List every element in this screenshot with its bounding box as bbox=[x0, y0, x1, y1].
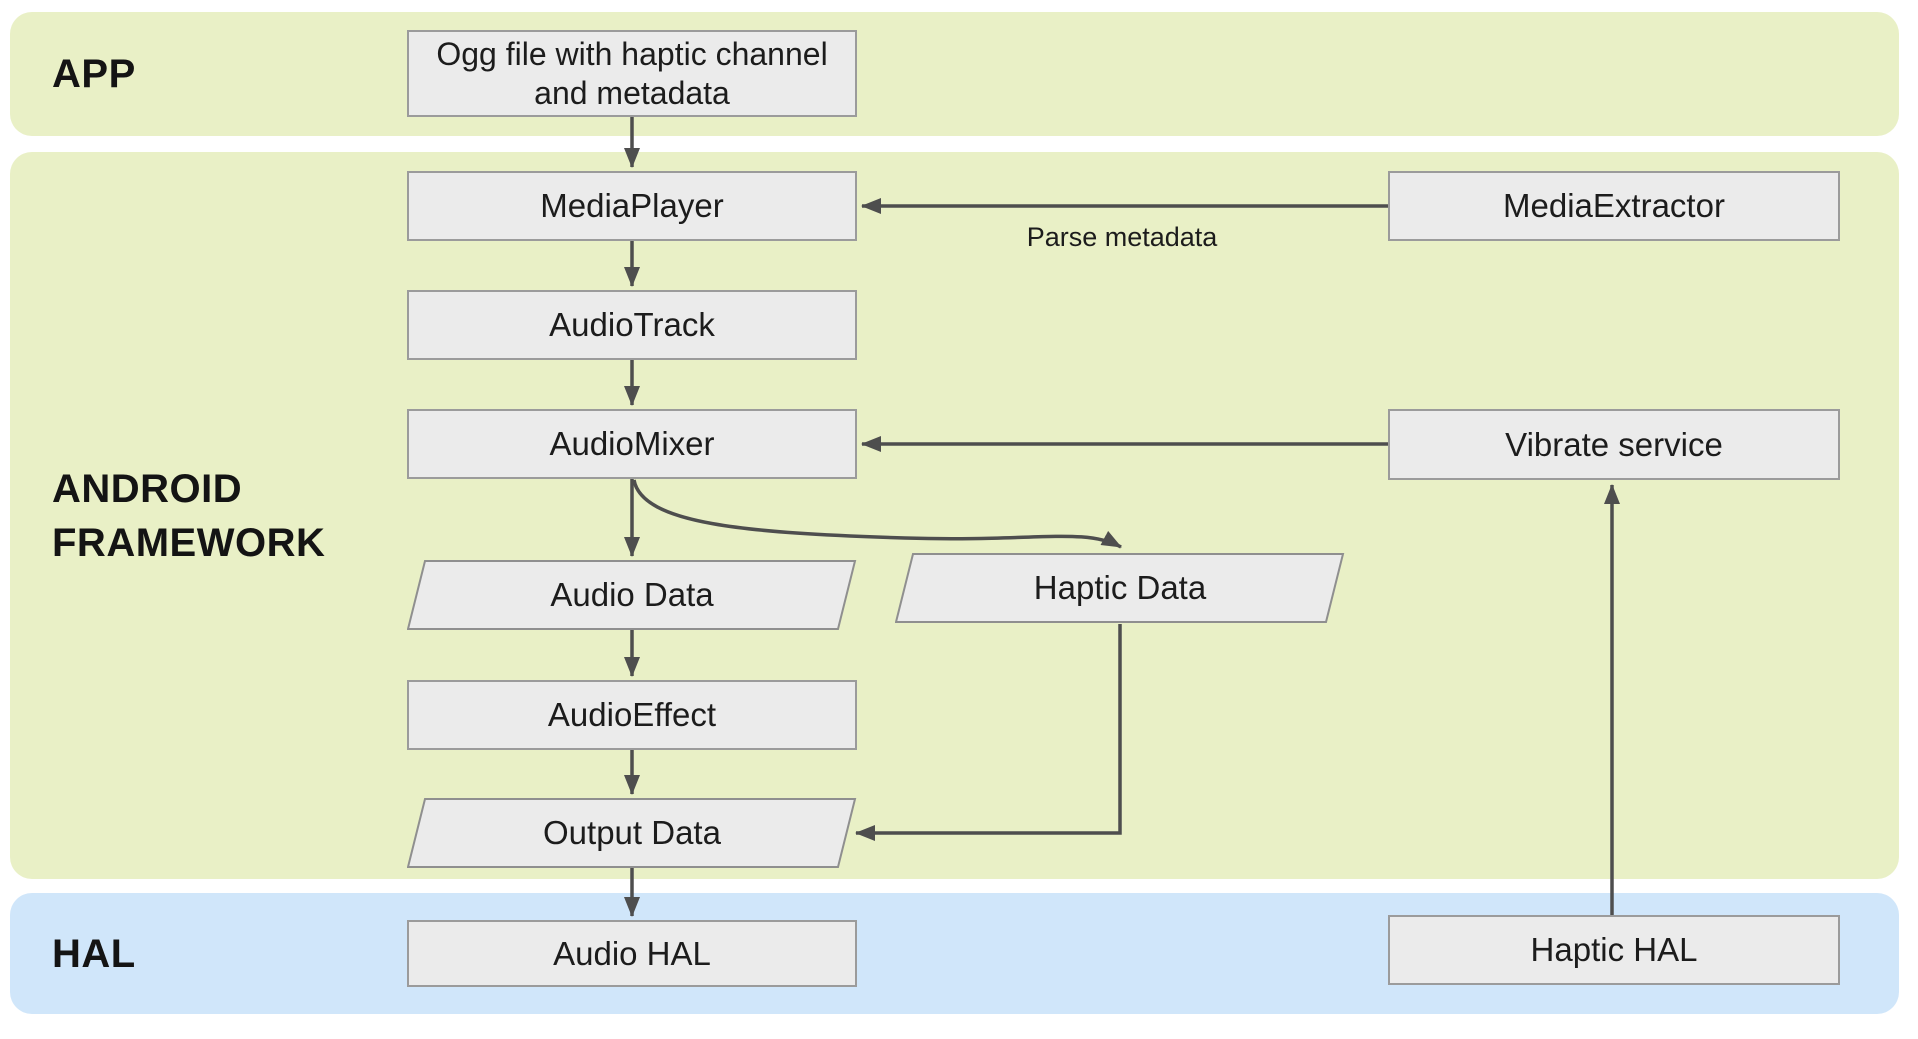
node-audio-data-label: Audio Data bbox=[550, 576, 714, 613]
node-output-data-label: Output Data bbox=[543, 814, 721, 851]
node-audio-track: AudioTrack bbox=[407, 290, 857, 360]
node-haptic-hal: Haptic HAL bbox=[1388, 915, 1840, 985]
audio-data-shape bbox=[407, 560, 857, 630]
node-output-data: Output Data bbox=[407, 798, 857, 868]
band-hal-label: HAL bbox=[52, 931, 136, 976]
node-audio-data: Audio Data bbox=[407, 560, 857, 630]
band-android-framework-label: ANDROID FRAMEWORK bbox=[52, 462, 325, 570]
node-audio-effect: AudioEffect bbox=[407, 680, 857, 750]
node-audio-hal: Audio HAL bbox=[407, 920, 857, 987]
band-android-framework: ANDROID FRAMEWORK bbox=[10, 152, 1899, 879]
node-media-player: MediaPlayer bbox=[407, 171, 857, 241]
band-android-framework-label-line2: FRAMEWORK bbox=[52, 520, 326, 565]
haptic-data-shape bbox=[895, 553, 1345, 623]
output-data-shape bbox=[407, 798, 857, 868]
node-haptic-data: Haptic Data bbox=[895, 553, 1345, 623]
node-audio-mixer: AudioMixer bbox=[407, 409, 857, 479]
node-ogg-file: Ogg file with haptic channel and metadat… bbox=[407, 30, 857, 117]
band-app-label: APP bbox=[52, 52, 136, 96]
band-android-framework-label-line1: ANDROID bbox=[52, 466, 243, 511]
node-haptic-data-label: Haptic Data bbox=[1033, 569, 1207, 606]
node-media-extractor: MediaExtractor bbox=[1388, 171, 1840, 241]
edge-label-parse-metadata: Parse metadata bbox=[1026, 222, 1218, 252]
node-vibrate-service: Vibrate service bbox=[1388, 409, 1840, 480]
band-app: APP bbox=[10, 12, 1899, 136]
